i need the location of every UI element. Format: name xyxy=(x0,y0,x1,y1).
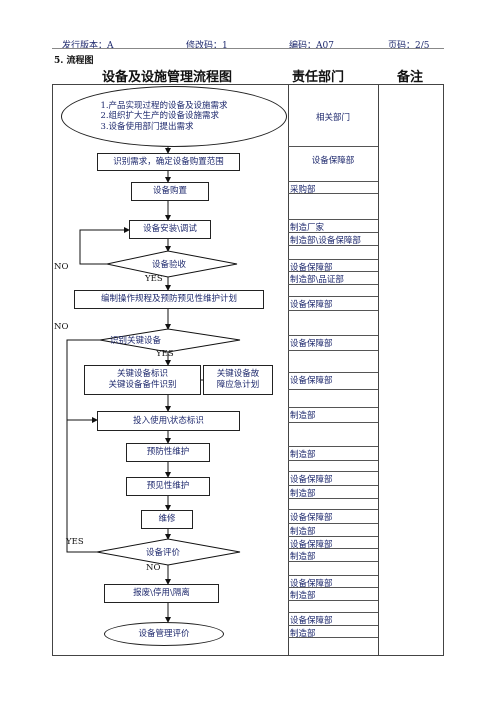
no-label-evaluation: NO xyxy=(146,563,161,573)
document-code: 编码：A07 xyxy=(289,41,334,51)
dept-manufacturer: 制造厂家 xyxy=(290,223,325,233)
yes-label-evaluation: YES xyxy=(66,537,84,547)
issue-version: 发行版本：A xyxy=(62,41,114,51)
identify-need-box: 识别需求，确定设备购置范围 xyxy=(97,153,240,171)
evaluation-label: 设备评价 xyxy=(146,548,181,558)
in-use-box: 投入使用\状态标识 xyxy=(97,411,240,431)
identify-key-label: 识别关键设备 xyxy=(110,336,162,346)
acceptance-label: 设备验收 xyxy=(152,260,187,270)
frame-right xyxy=(443,84,444,655)
repair-box: 维修 xyxy=(141,510,193,529)
frame-left xyxy=(52,84,53,655)
dept-manufacturing-1: 制造部 xyxy=(290,411,316,421)
start-need-1: 1.产品实现过程的设备及设施需求 xyxy=(100,100,228,111)
dept-equipment-support-7: 设备保障部 xyxy=(290,513,333,523)
purchase-box: 设备购置 xyxy=(131,182,209,201)
yes-label-acceptance: YES xyxy=(145,274,163,284)
dept-manufacturing-7: 制造部 xyxy=(290,629,316,639)
no-label-acceptance: NO xyxy=(54,262,69,272)
dept-equipment-support-1: 设备保障部 xyxy=(311,156,355,166)
evaluation-diamond xyxy=(96,538,241,566)
responsible-dept-header: 责任部门 xyxy=(292,70,345,85)
dept-manufacturing-2: 制造部 xyxy=(290,450,316,460)
scrap-box: 报废\停用\隔离 xyxy=(104,584,219,603)
dept-manufacturing-3: 制造部 xyxy=(290,489,316,499)
dept-equipment-support-4: 设备保障部 xyxy=(290,339,333,349)
yes-label-identify-key: YES xyxy=(156,349,174,359)
dept-equipment-support-8: 设备保障部 xyxy=(290,540,333,550)
identify-key-diamond xyxy=(99,328,241,353)
acceptance-diamond xyxy=(106,250,238,278)
dept-equipment-support-5: 设备保障部 xyxy=(290,376,333,386)
frame-mid-right xyxy=(378,84,379,655)
dept-equipment-support-9: 设备保障部 xyxy=(290,579,333,589)
frame-bottom xyxy=(52,655,444,656)
start-need-2: 2.组织扩大生产的设备设施需求 xyxy=(100,111,220,122)
revision-code: 修改码：1 xyxy=(186,41,228,51)
emergency-plan-box: 关键设备故 障应急计划 xyxy=(203,365,273,395)
dept-manufacturing-5: 制造部 xyxy=(290,552,316,562)
predictive-box: 预见性维护 xyxy=(126,477,210,496)
dept-manufacturing-quality: 制造部\品证部 xyxy=(290,275,344,285)
dept-manufacturing-6: 制造部 xyxy=(290,591,316,601)
frame-top xyxy=(52,84,444,85)
dept-manufacturing-4: 制造部 xyxy=(290,527,316,537)
dept-equipment-support-3: 设备保障部 xyxy=(290,300,333,310)
start-need-3: 3.设备使用部门提出需求 xyxy=(100,121,194,132)
dept-equipment-support-6: 设备保障部 xyxy=(290,475,333,485)
key-marking-box: 关键设备标识 关键设备备件识别 xyxy=(84,365,201,395)
dept-related: 相关部门 xyxy=(315,113,350,123)
remarks-header: 备注 xyxy=(397,70,424,85)
header-rule xyxy=(52,48,444,49)
page-number: 页码：2/5 xyxy=(388,41,430,51)
management-eval-ellipse: 设备管理评价 xyxy=(104,622,224,646)
dept-equipment-support-10: 设备保障部 xyxy=(290,616,333,626)
procedures-box: 编制操作规程及预防预见性维护计划 xyxy=(74,290,264,309)
section-label: 5. 流程图 xyxy=(54,56,94,66)
dept-manufacturing-equipment: 制造部\设备保障部 xyxy=(290,236,361,246)
dept-purchasing: 采购部 xyxy=(290,185,316,195)
dept-equipment-support-2: 设备保障部 xyxy=(290,263,333,273)
flow-chart-title: 设备及设施管理流程图 xyxy=(102,70,233,85)
install-box: 设备安装\调试 xyxy=(129,220,211,239)
frame-mid-left xyxy=(288,84,289,655)
start-needs-ellipse: 1.产品实现过程的设备及设施需求 2.组织扩大生产的设备设施需求 3.设备使用部… xyxy=(61,86,287,147)
preventive-box: 预防性维护 xyxy=(126,443,210,462)
no-label-identify-key: NO xyxy=(54,322,69,332)
